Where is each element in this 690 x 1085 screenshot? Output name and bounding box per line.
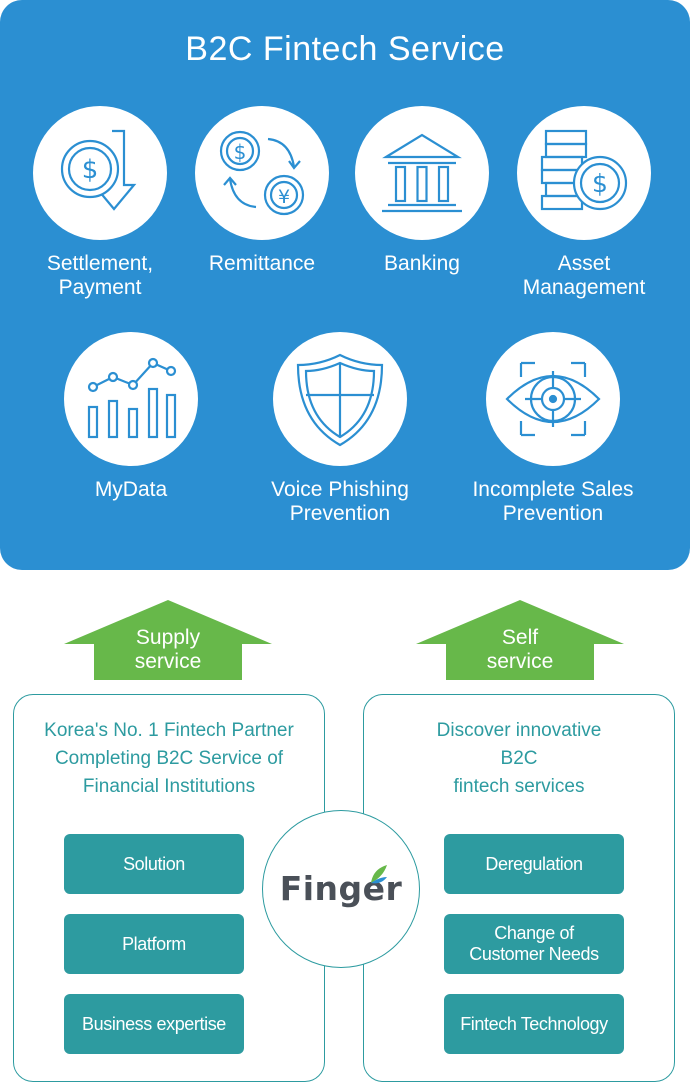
leaf-icon xyxy=(371,865,387,884)
currency-exchange-icon: $ ¥ xyxy=(219,130,305,216)
deregulation-tag: Deregulation xyxy=(444,834,624,894)
svg-text:¥: ¥ xyxy=(278,186,290,208)
finger-logo: Finger xyxy=(279,869,403,908)
service-label: Remittance xyxy=(208,252,316,275)
supply-service-label: Supply service xyxy=(134,626,202,673)
finger-logo-hub: Finger xyxy=(262,810,420,968)
supply-heading: Korea's No. 1 Fintech Partner Completing… xyxy=(44,720,294,797)
service-label: Asset Management xyxy=(522,252,646,299)
service-label: Settlement, Payment xyxy=(46,252,154,299)
service-icon-circle xyxy=(273,332,407,466)
b2c-service-panel: B2C Fintech Service $ Settlement, Paymen… xyxy=(0,0,690,570)
eye-scan-icon xyxy=(505,361,601,437)
service-label: Banking xyxy=(384,252,460,275)
service-label: Incomplete Sales Prevention xyxy=(472,478,634,525)
service-icon-circle: $ xyxy=(517,106,651,240)
coin-down-arrow-icon: $ xyxy=(60,129,137,211)
bank-icon xyxy=(382,133,462,213)
service-icon-circle xyxy=(486,332,620,466)
svg-text:$: $ xyxy=(592,169,608,198)
coin-stack-icon: $ xyxy=(540,129,628,211)
customer-needs-tag: Change of Customer Needs xyxy=(444,914,624,974)
service-label: Voice Phishing Prevention xyxy=(271,478,409,525)
panel-title: B2C Fintech Service xyxy=(185,30,505,68)
service-icon-circle xyxy=(64,332,198,466)
business-expertise-tag: Business expertise xyxy=(64,994,244,1054)
svg-text:$: $ xyxy=(234,140,247,164)
supply-service-arrow: Supply service xyxy=(64,600,272,680)
self-heading: Discover innovative B2C fintech services xyxy=(436,720,602,797)
service-label: MyData xyxy=(94,478,168,501)
fintech-technology-tag: Fintech Technology xyxy=(444,994,624,1054)
solution-tag: Solution xyxy=(64,834,244,894)
supply-box: Korea's No. 1 Fintech Partner Completing… xyxy=(13,694,325,1082)
self-service-arrow: Self service xyxy=(416,600,624,680)
service-icon-circle xyxy=(355,106,489,240)
platform-tag: Platform xyxy=(64,914,244,974)
service-icon-circle: $ ¥ xyxy=(195,106,329,240)
self-service-label: Self service xyxy=(486,626,554,673)
svg-text:$: $ xyxy=(82,155,99,185)
up-arrow-icon xyxy=(64,600,272,680)
service-icon-circle: $ xyxy=(33,106,167,240)
shield-icon xyxy=(296,353,384,447)
up-arrow-icon xyxy=(416,600,624,680)
bar-line-chart-icon xyxy=(87,357,177,439)
